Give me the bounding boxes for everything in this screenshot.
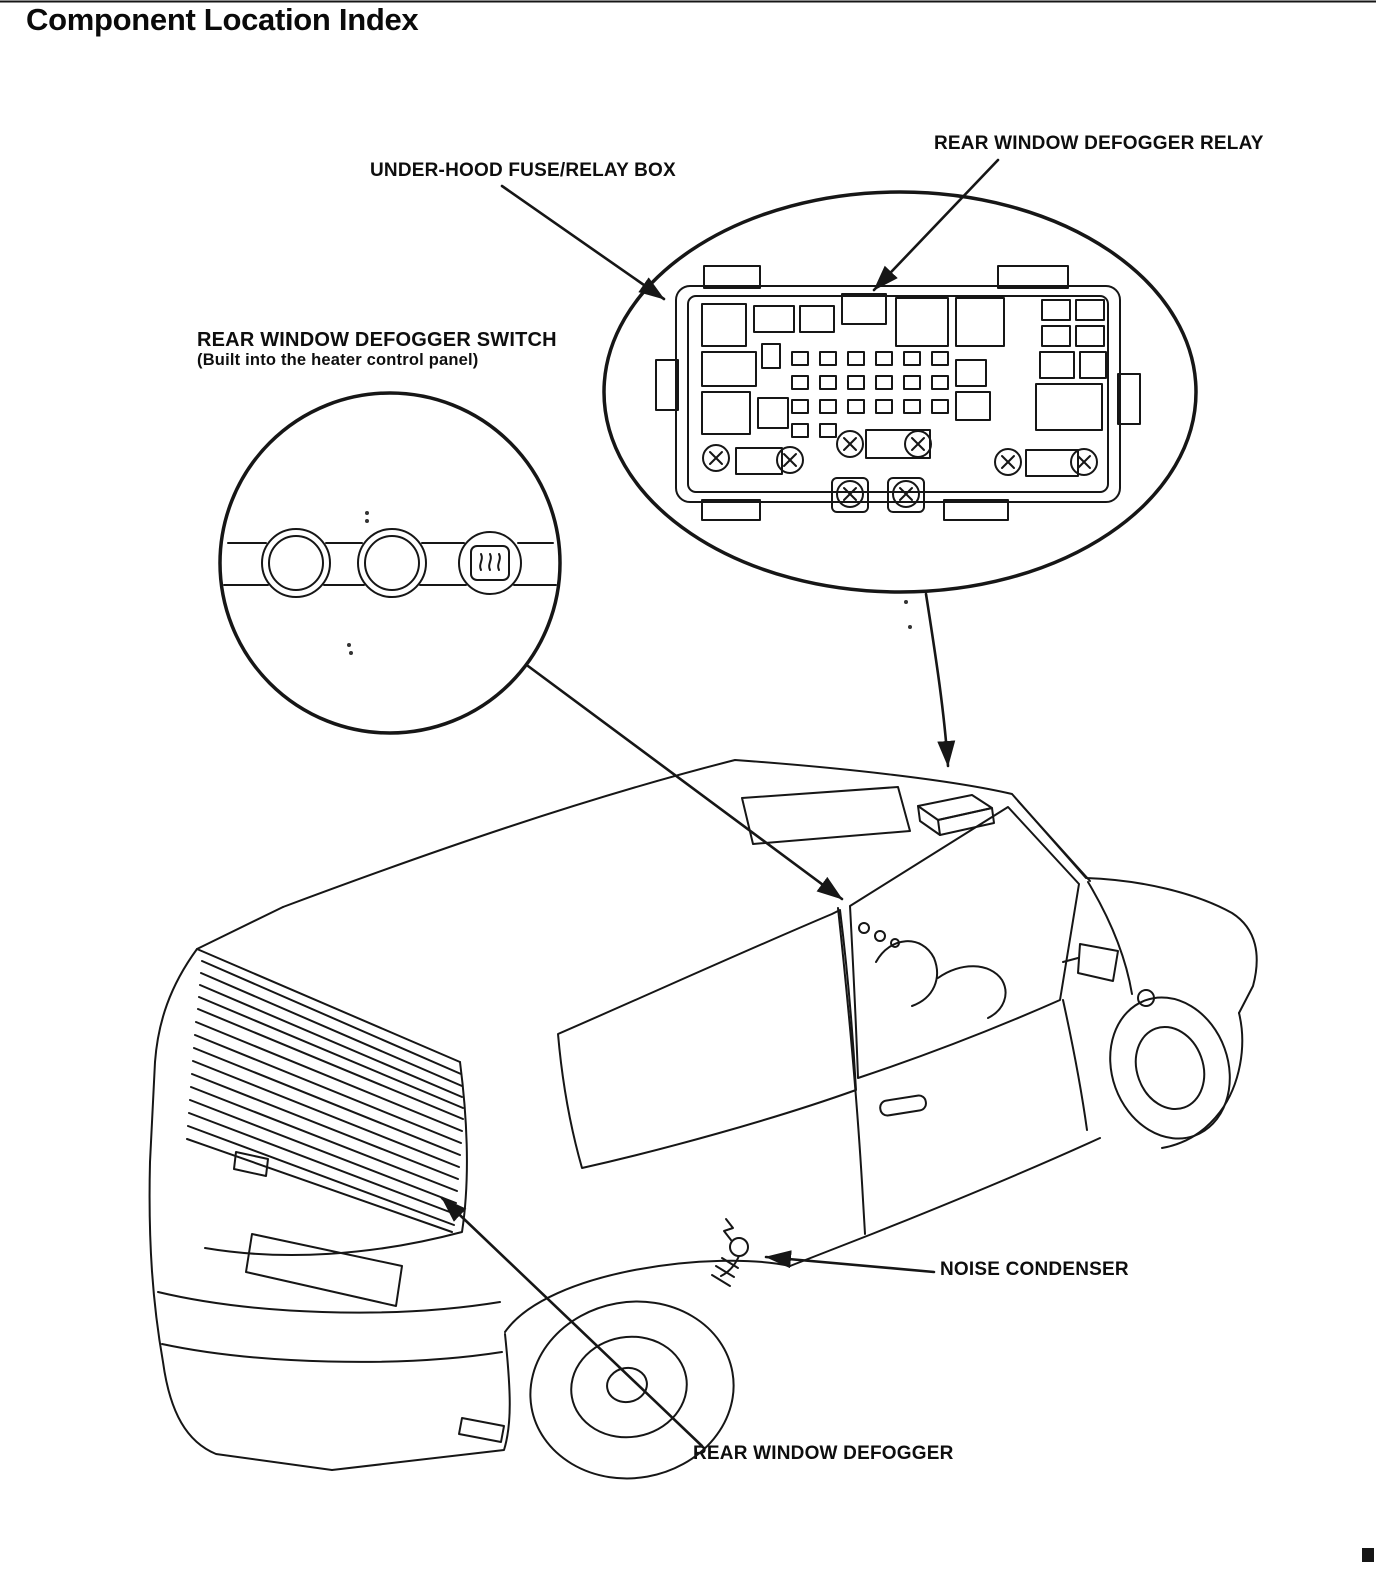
- noise-condenser-part: [711, 1218, 749, 1287]
- leader-relay-label: [872, 158, 1000, 292]
- rear-wheel-arch: [504, 1259, 791, 1333]
- bumper-reflector: [458, 1417, 505, 1443]
- defogger-switch-button: [458, 531, 522, 595]
- heater-knob-2: [357, 528, 427, 598]
- leader-noise-condenser: [764, 1250, 936, 1274]
- defogger-icon: [479, 553, 501, 571]
- side-mirror: [1077, 943, 1119, 982]
- rear-side-window: [557, 909, 857, 1169]
- fuse-relay-box-inset: [602, 190, 1198, 594]
- callout-switch-title: REAR WINDOW DEFOGGER SWITCH: [197, 329, 557, 351]
- rear-window-defogger-relay-slot: [841, 293, 887, 325]
- front-door-window: [849, 806, 1080, 1079]
- leader-lines: [440, 158, 1000, 1448]
- callout-rear-window-defogger-switch: REAR WINDOW DEFOGGER SWITCH (Built into …: [197, 329, 557, 371]
- leader-fuse-box-label: [500, 184, 666, 301]
- heater-knob-1: [261, 528, 331, 598]
- sunroof: [741, 786, 911, 845]
- rear-window-defogger-grid: [186, 1021, 463, 1233]
- callout-switch-note: (Built into the heater control panel): [197, 351, 479, 369]
- defogger-switch-inset: [218, 391, 562, 735]
- rear-wheel: [529, 1300, 735, 1480]
- leader-inset-to-car: [924, 592, 956, 768]
- car-illustration: [148, 759, 1258, 1480]
- front-wheel: [1109, 996, 1231, 1140]
- license-plate-recess: [245, 1233, 403, 1307]
- callout-rear-window-defogger-relay: REAR WINDOW DEFOGGER RELAY: [934, 133, 1264, 154]
- leader-switch-to-car: [526, 664, 844, 901]
- hatch-spoiler-slats: [197, 960, 464, 1120]
- fuse-box-outline: [675, 285, 1121, 503]
- rear-emblem: [233, 1151, 269, 1177]
- leader-rear-defogger: [440, 1196, 704, 1448]
- callout-noise-condenser: NOISE CONDENSER: [940, 1259, 1129, 1280]
- fuse-box-screws: [702, 430, 1098, 508]
- fuse-box-inset-ellipse: [602, 190, 1198, 594]
- switch-inset-circle: [218, 391, 562, 735]
- door-handle: [879, 1094, 927, 1117]
- callout-rear-window-defogger: REAR WINDOW DEFOGGER: [693, 1443, 954, 1464]
- callout-under-hood-fuse-relay-box: UNDER-HOOD FUSE/RELAY BOX: [370, 160, 676, 181]
- fuse-box-location-marker: [917, 794, 995, 836]
- page-title: Component Location Index: [26, 2, 419, 37]
- print-speckles: [347, 511, 912, 655]
